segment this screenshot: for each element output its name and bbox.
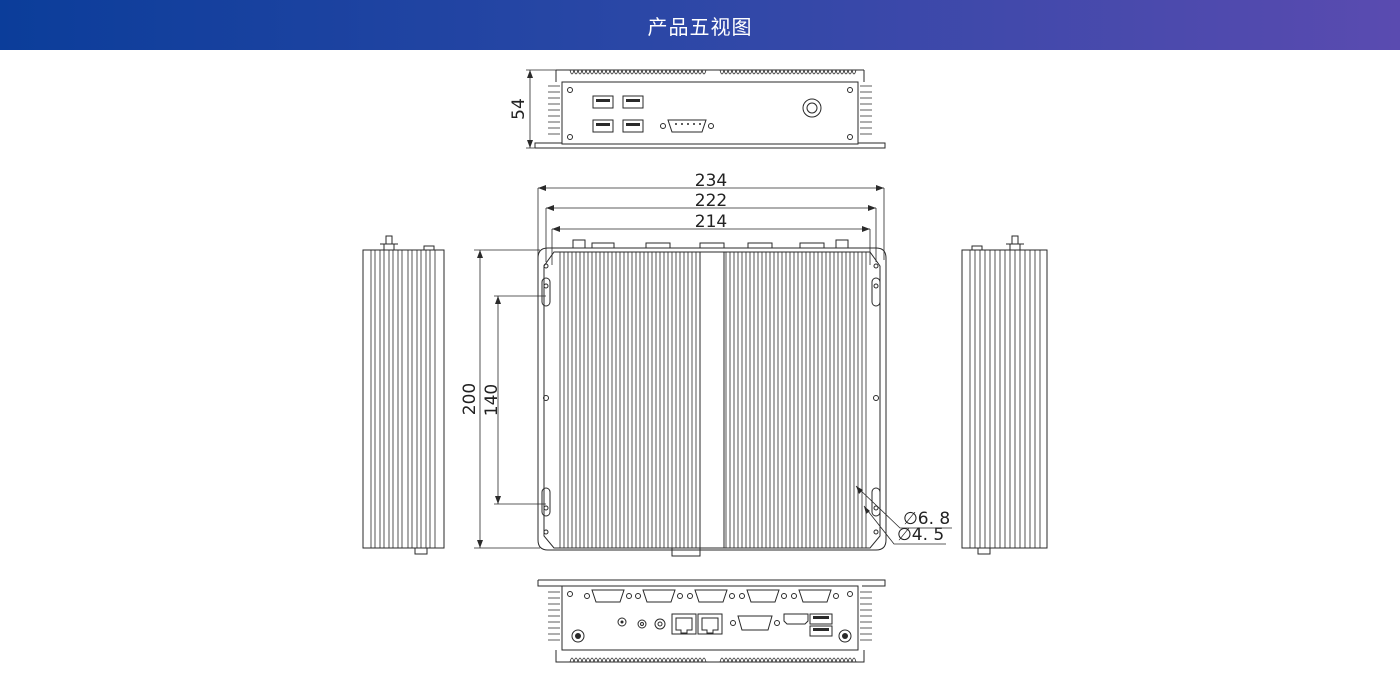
dim-mount-spacing: 140 [482, 384, 502, 416]
vga-port-icon [730, 615, 780, 631]
serial-port-row [584, 589, 839, 603]
power-button-icon [802, 98, 822, 118]
serial-port-icon [660, 119, 714, 133]
hdmi-port-icon [783, 613, 809, 625]
dim-width-overall: 234 [695, 171, 727, 191]
page-title: 产品五视图 [647, 14, 753, 39]
dim-depth-overall: 200 [460, 383, 480, 415]
usb-stack-icon [809, 613, 833, 637]
lan-port-group [671, 613, 723, 635]
dim-height-front: 54 [509, 98, 529, 120]
mounting-slot-group [541, 263, 881, 535]
front-view: 54 [509, 69, 886, 149]
header-bar: 产品五视图 [0, 0, 1400, 50]
dim-width-mid: 222 [695, 191, 727, 211]
dim-hole-large: ∅6. 8 [903, 509, 950, 529]
right-side-view [961, 235, 1048, 555]
dim-width-inner: 214 [695, 212, 727, 232]
top-view: 234 222 214 [460, 171, 952, 557]
left-side-view [362, 235, 445, 555]
five-view-drawing: 54 234 222 214 [362, 69, 1048, 663]
dim-hole-small: ∅4. 5 [897, 525, 944, 545]
rear-view [537, 579, 886, 663]
usb-port-group [592, 95, 644, 133]
